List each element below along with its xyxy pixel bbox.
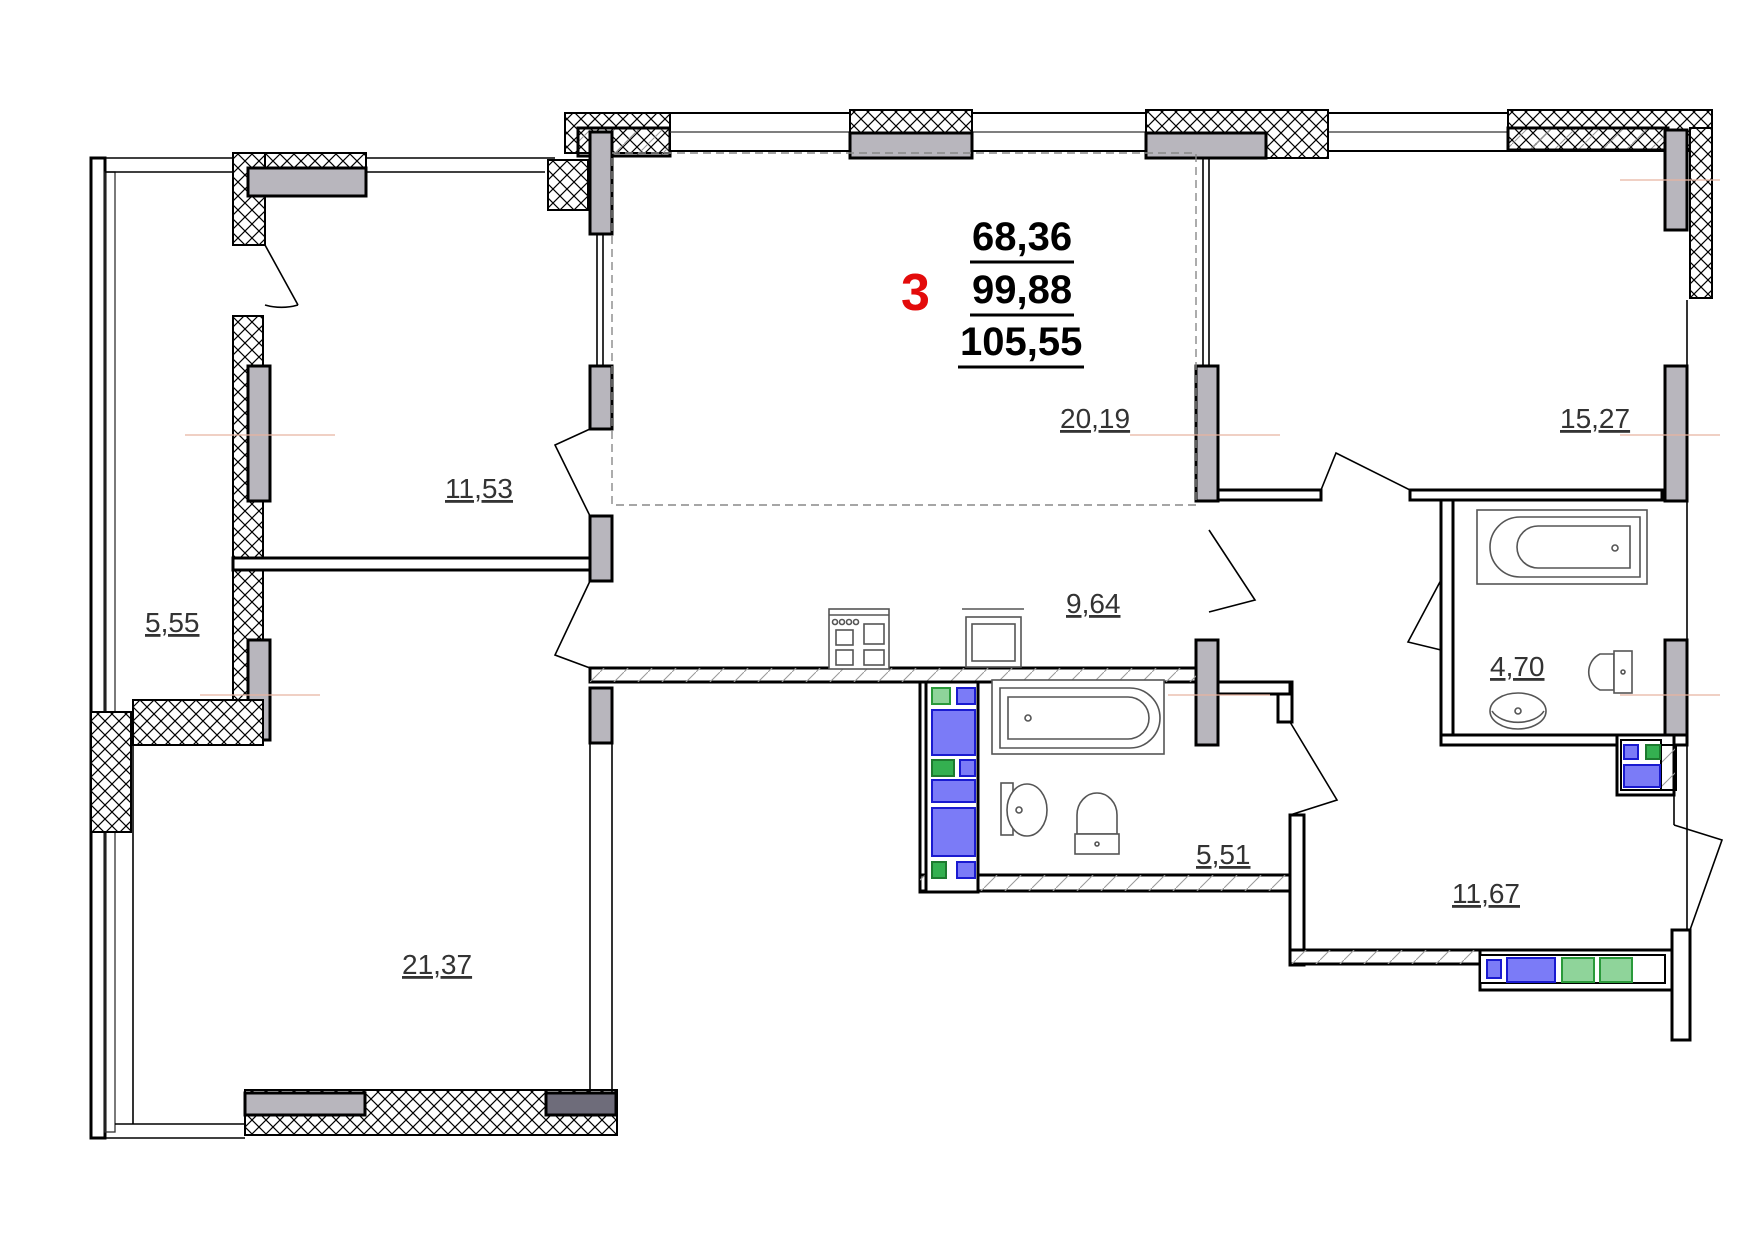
room-area-hallway: 11,67 bbox=[1452, 878, 1520, 909]
toilet-icon bbox=[1074, 792, 1120, 855]
area-totals: 68,36 99,88 105,55 bbox=[958, 215, 1084, 369]
room-area-balcony: 5,55 bbox=[145, 607, 200, 638]
total-area: 99,88 bbox=[972, 268, 1072, 312]
sink-cabinet-icon bbox=[962, 608, 1024, 668]
washbasin-icon bbox=[1489, 692, 1547, 730]
balcony bbox=[89, 156, 555, 1140]
total-area-with-balcony: 105,55 bbox=[960, 320, 1082, 364]
room-area-kitchen: 9,64 bbox=[1066, 588, 1121, 619]
washbasin-icon bbox=[1000, 782, 1048, 837]
room-area-living: 20,19 bbox=[1060, 403, 1130, 434]
stove-icon bbox=[828, 608, 890, 670]
room-area-bathroom-central: 5,51 bbox=[1196, 839, 1251, 870]
bathtub-icon bbox=[1476, 509, 1648, 585]
room-area-bedroom-west: 11,53 bbox=[445, 473, 513, 504]
room-area-bathroom-east: 4,70 bbox=[1490, 651, 1545, 682]
room-area-bedroom-ne: 15,27 bbox=[1560, 403, 1630, 434]
exterior-walls bbox=[90, 109, 1713, 1136]
toilet-icon bbox=[1587, 650, 1633, 694]
living-area-total: 68,36 bbox=[972, 215, 1072, 259]
doors bbox=[264, 244, 1724, 931]
utility-shafts bbox=[924, 680, 1666, 984]
room-area-bedroom-sw: 21,37 bbox=[402, 949, 472, 980]
axis-markers bbox=[185, 179, 1720, 696]
room-count: 3 bbox=[901, 264, 930, 322]
bathtub-icon bbox=[991, 679, 1165, 755]
